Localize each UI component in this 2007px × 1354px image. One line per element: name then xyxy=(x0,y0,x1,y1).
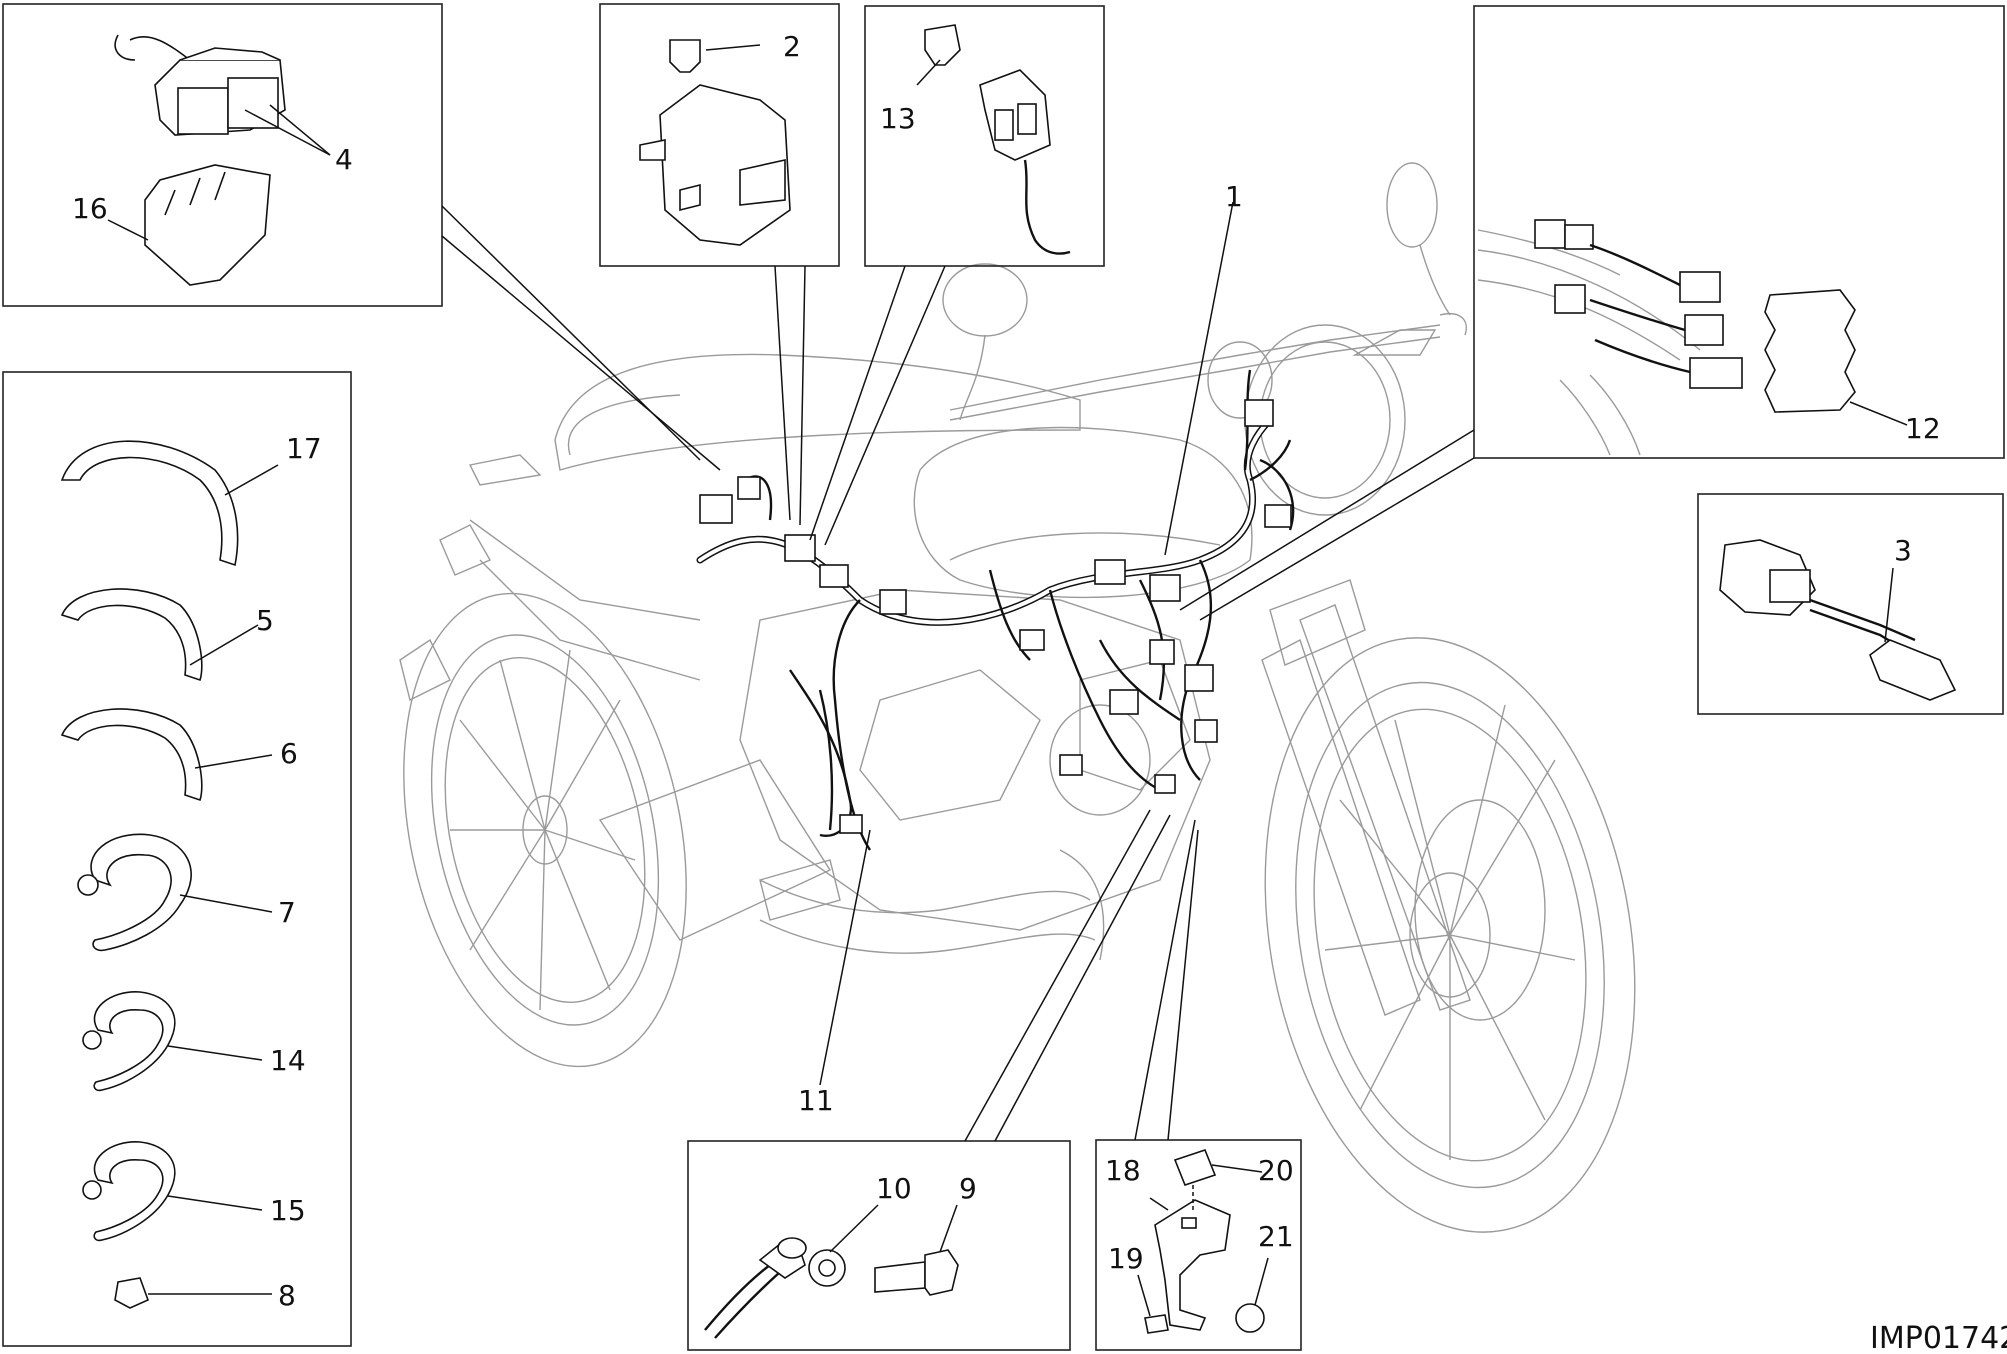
callout-11: 11 xyxy=(798,1084,834,1117)
panel-connector-block xyxy=(1473,5,2005,459)
diagnostic-connector xyxy=(1719,539,1957,701)
panel-frames xyxy=(2,3,2005,1351)
callout-18: 18 xyxy=(1105,1154,1141,1187)
callout-labels: 1 2 3 4 5 6 7 8 9 10 11 12 13 14 15 16 1… xyxy=(72,30,1941,1312)
fuse-box xyxy=(639,39,791,246)
callout-5: 5 xyxy=(256,604,274,637)
bracket-kit xyxy=(1144,1149,1265,1334)
panel-diagnostic-connector xyxy=(1697,493,2004,715)
callout-10: 10 xyxy=(876,1172,912,1205)
motorcycle-outline xyxy=(399,162,1636,1233)
callout-20: 20 xyxy=(1258,1154,1294,1187)
callout-15: 15 xyxy=(270,1194,306,1227)
panel-ground-cable xyxy=(687,1140,1071,1351)
callout-16: 16 xyxy=(72,192,108,225)
panel-relays xyxy=(2,3,443,307)
callout-7: 7 xyxy=(278,896,296,929)
callout-17: 17 xyxy=(286,432,322,465)
callout-14: 14 xyxy=(270,1044,306,1077)
callout-12: 12 xyxy=(1905,412,1941,445)
callout-13: 13 xyxy=(880,102,916,135)
callout-3: 3 xyxy=(1894,534,1912,567)
panel-bracket xyxy=(1095,1139,1302,1351)
callout-8: 8 xyxy=(278,1279,296,1312)
connector-block xyxy=(1477,219,1856,456)
panel-fuse-connector xyxy=(864,5,1105,267)
callout-6: 6 xyxy=(280,737,298,770)
cable-ties xyxy=(60,440,239,1309)
callout-21: 21 xyxy=(1258,1220,1294,1253)
leader-lines xyxy=(107,44,1908,1317)
callout-4: 4 xyxy=(335,143,353,176)
fuse-connector xyxy=(924,24,1071,255)
wiring-harness xyxy=(696,369,1295,851)
callout-19: 19 xyxy=(1108,1242,1144,1275)
callout-9: 9 xyxy=(959,1172,977,1205)
relay-set xyxy=(114,34,286,286)
panel-fuse-box xyxy=(599,3,840,267)
callout-2: 2 xyxy=(783,30,801,63)
drawing-code: IMP01742 xyxy=(1870,1321,2007,1354)
callout-1: 1 xyxy=(1225,180,1243,213)
ground-cable-kit xyxy=(704,1237,959,1339)
panel-cable-ties xyxy=(2,371,352,1347)
